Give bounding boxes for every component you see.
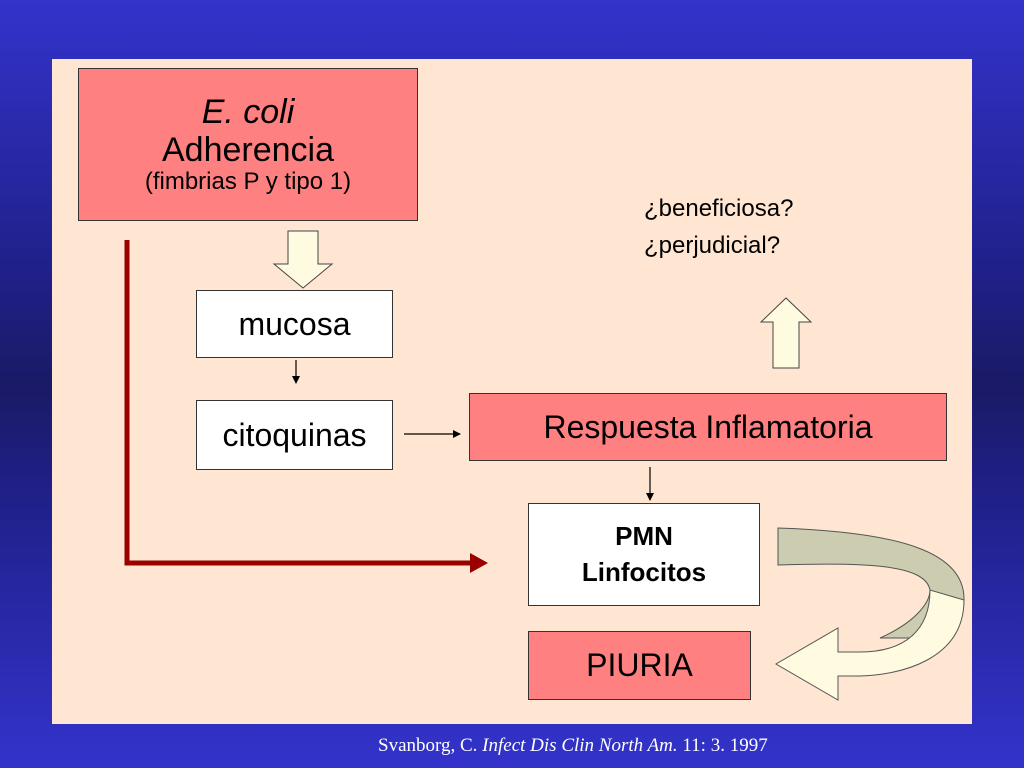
pmn-linfocitos-box: PMN Linfocitos	[528, 503, 760, 606]
question-perjudicial: ¿perjudicial?	[644, 232, 781, 259]
piuria-label: PIURIA	[586, 647, 693, 683]
citoquinas-box: citoquinas	[196, 400, 393, 470]
question-text: ¿beneficiosa? ¿perjudicial?	[644, 190, 793, 264]
citation-journal: Infect Dis Clin North Am.	[482, 735, 678, 756]
piuria-box: PIURIA	[528, 631, 751, 700]
citoquinas-label: citoquinas	[222, 416, 367, 453]
mucosa-label: mucosa	[238, 305, 351, 342]
arrow-ecoli-pmn-head	[470, 553, 488, 573]
citation-ref: 11: 3. 1997	[682, 735, 768, 756]
pmn-label: PMN	[615, 521, 673, 552]
ecoli-adherence-label: Adherencia	[161, 131, 334, 170]
ecoli-title: E. coli	[201, 92, 295, 131]
curved-arrow-band	[777, 527, 965, 639]
citation: Svanborg, C. Infect Dis Clin North Am. 1…	[378, 735, 768, 757]
citation-author: Svanborg, C.	[378, 735, 478, 756]
respuesta-inflamatoria-label: Respuesta Inflamatoria	[543, 408, 873, 445]
block-arrow-up	[759, 297, 813, 369]
mucosa-box: mucosa	[196, 290, 393, 358]
respuesta-inflamatoria-box: Respuesta Inflamatoria	[469, 393, 947, 461]
curved-arrow-head	[775, 589, 965, 701]
arrow-ecoli-pmn	[124, 240, 474, 566]
ecoli-adherence-box: E. coli Adherencia (fimbrias P y tipo 1)	[78, 68, 418, 221]
block-arrow-down	[272, 230, 334, 289]
question-beneficiosa: ¿beneficiosa?	[644, 195, 794, 222]
linfocitos-label: Linfocitos	[581, 556, 707, 587]
ecoli-fimbriae-label: (fimbrias P y tipo 1)	[144, 168, 352, 196]
